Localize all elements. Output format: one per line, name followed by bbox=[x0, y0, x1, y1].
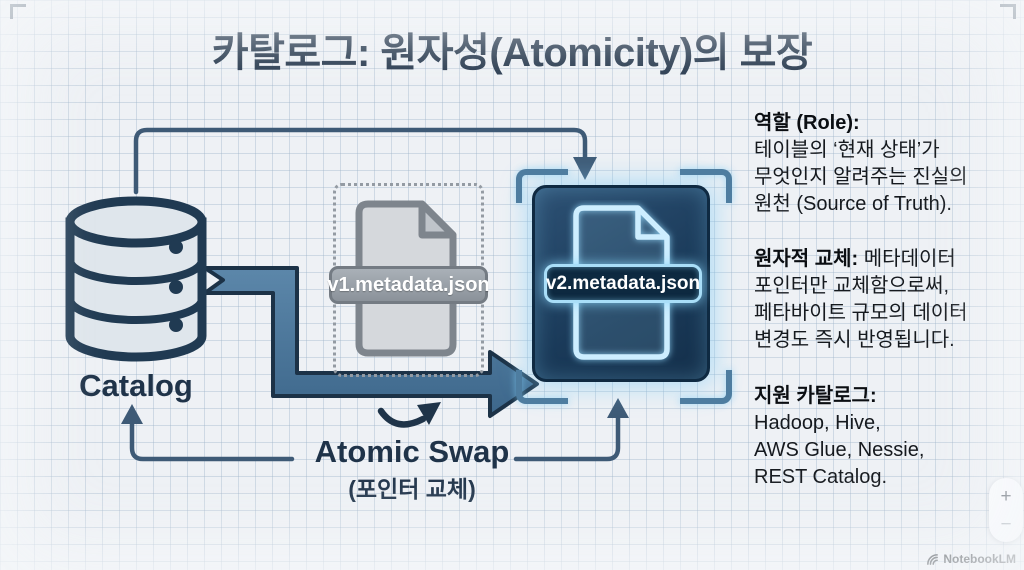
text-line: 원자적 교체: 메타데이터 bbox=[754, 246, 1016, 273]
atomic-swap-sublabel: (포인터 교체) bbox=[348, 476, 476, 502]
block-heading: 지원 카탈로그: bbox=[754, 385, 877, 407]
page-title: 카탈로그: 원자성(Atomicity)의 보장 bbox=[211, 31, 813, 75]
swap-swoosh-arrow-icon bbox=[377, 407, 427, 428]
text-line: 지원 카탈로그: bbox=[754, 383, 1016, 410]
catalog-label: Catalog bbox=[79, 368, 193, 403]
page-corner-tick-top-left bbox=[10, 4, 26, 19]
role-text-block: 역할 (Role): 테이블의 ‘현재 상태’가 무엇인지 알려주는 진실의 원… bbox=[754, 110, 1016, 218]
text-line: 원천 (Source of Truth). bbox=[754, 193, 952, 215]
atomic-swap-label: Atomic Swap bbox=[314, 434, 510, 469]
bottom-connector-left-arrowhead-icon bbox=[121, 404, 143, 424]
text-line: Hadoop, Hive, bbox=[754, 412, 881, 434]
block-heading-rest: 메타데이터 bbox=[858, 248, 956, 270]
v2-focus-bracket-bottom-right-icon bbox=[680, 370, 732, 404]
swap-swoosh-arrowhead-icon bbox=[417, 402, 441, 425]
text-line: 무엇인지 알려주는 진실의 bbox=[754, 166, 968, 188]
atomic-replace-text-block: 원자적 교체: 메타데이터 포인터만 교체함으로써, 페타바이트 규모의 데이터… bbox=[754, 246, 1016, 354]
v2-focus-bracket-top-left-icon bbox=[516, 169, 568, 203]
bottom-connector-right-arrowhead-icon bbox=[607, 398, 629, 418]
footer-brand: NotebookLM bbox=[926, 552, 1016, 566]
zoom-out-button[interactable]: − bbox=[1000, 513, 1012, 535]
block-heading: 역할 (Role): bbox=[754, 112, 860, 134]
bottom-connector-left-line bbox=[129, 413, 295, 462]
text-line: REST Catalog. bbox=[754, 466, 888, 488]
block-heading: 원자적 교체: bbox=[754, 248, 859, 270]
text-line: 변경도 즉시 반영됩니다. bbox=[754, 329, 955, 351]
text-line: 포인터만 교체함으로써, bbox=[754, 275, 950, 297]
text-line: AWS Glue, Nessie, bbox=[754, 439, 925, 461]
supported-catalogs-text-block: 지원 카탈로그: Hadoop, Hive, AWS Glue, Nessie,… bbox=[754, 383, 1016, 491]
top-connector-line bbox=[133, 127, 588, 195]
text-line: 역할 (Role): bbox=[754, 110, 1016, 137]
catalog-database-icon bbox=[65, 196, 207, 362]
text-line: 테이블의 ‘현재 상태’가 bbox=[754, 139, 940, 161]
top-connector-arrowhead-icon bbox=[573, 157, 597, 180]
bottom-connector-right-line bbox=[513, 409, 621, 462]
notebooklm-logo-icon bbox=[927, 553, 939, 565]
v2-focus-bracket-bottom-left-icon bbox=[516, 370, 568, 404]
zoom-in-button[interactable]: + bbox=[1000, 485, 1012, 507]
text-line: 페타바이트 규모의 데이터 bbox=[754, 302, 968, 324]
footer-brand-label: NotebookLM bbox=[943, 552, 1016, 566]
v2-file-label: v2.metadata.json bbox=[544, 264, 702, 303]
zoom-control: + − bbox=[989, 478, 1023, 542]
page-corner-tick-top-right bbox=[1000, 4, 1016, 19]
v1-file-label: v1.metadata.json bbox=[327, 266, 490, 304]
v2-focus-bracket-top-right-icon bbox=[680, 169, 732, 203]
